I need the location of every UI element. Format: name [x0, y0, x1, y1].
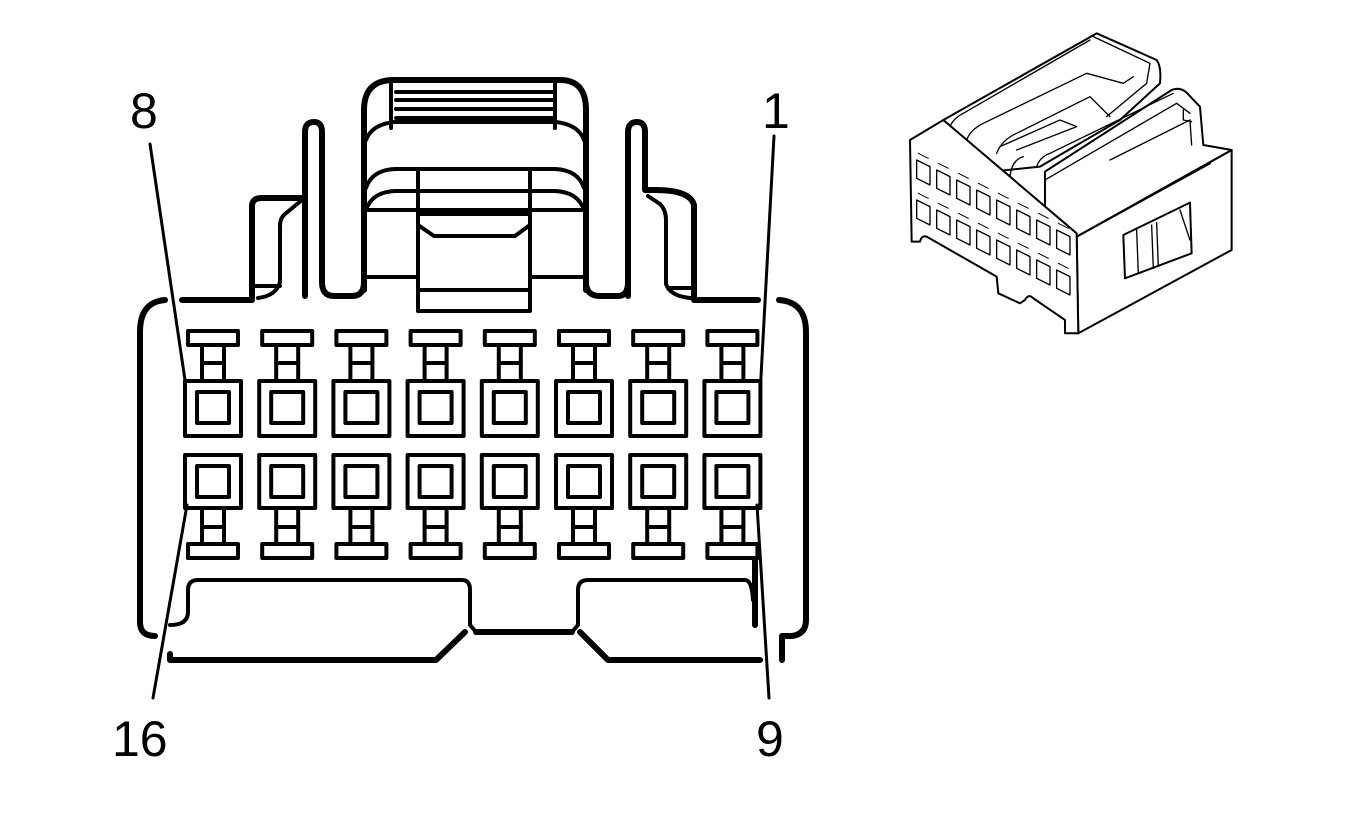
connector-face-view: 8 1 16 9	[112, 77, 809, 767]
iso-cavity	[955, 212, 971, 246]
terminal-cavity-pin-12	[479, 453, 540, 560]
iso-cavity	[955, 172, 971, 206]
terminal-cavity-pin-11	[554, 453, 614, 560]
pin-label-9: 9	[756, 711, 784, 767]
iso-cavity	[935, 202, 951, 236]
iso-cavity	[1055, 222, 1071, 256]
iso-cavity	[935, 162, 951, 196]
pin-label-16: 16	[112, 711, 168, 767]
terminal-cavity-pin-14	[331, 453, 392, 560]
terminal-cavity-pin-4	[479, 329, 540, 438]
terminal-cavity-pin-13	[405, 453, 466, 560]
terminal-cavities	[183, 329, 763, 560]
leader-lines	[148, 134, 776, 700]
iso-cavity	[1015, 202, 1031, 236]
iso-cavity	[975, 182, 991, 216]
terminal-cavity-pin-1	[702, 329, 763, 438]
iso-cavity	[915, 152, 931, 186]
lower-cavity-row	[183, 453, 763, 560]
iso-cavity	[975, 222, 991, 256]
locking-latch	[361, 77, 589, 313]
terminal-cavity-pin-5	[405, 329, 466, 438]
terminal-cavity-pin-2	[628, 329, 689, 438]
terminal-cavity-pin-7	[257, 329, 318, 438]
upper-cavity-row	[183, 329, 763, 438]
connector-body-outline	[137, 297, 809, 663]
leader-pin-1	[758, 134, 776, 397]
isometric-cavities	[915, 152, 1071, 296]
iso-cavity	[915, 192, 931, 226]
iso-cavity	[1035, 212, 1051, 246]
bottom-keyway	[167, 578, 763, 663]
left-guide-post	[249, 119, 367, 301]
leader-pin-9	[755, 503, 771, 700]
iso-cavity	[1035, 252, 1051, 286]
pin-label-1: 1	[762, 83, 790, 139]
terminal-cavity-pin-3	[554, 329, 614, 438]
iso-cavity	[995, 232, 1011, 266]
leader-pin-16	[151, 503, 189, 700]
terminal-cavity-pin-6	[331, 329, 392, 438]
leader-pin-8	[148, 142, 187, 382]
connector-isometric-view	[908, 32, 1233, 335]
terminal-cavity-pin-9	[702, 453, 763, 560]
iso-cavity	[1015, 242, 1031, 276]
iso-cavity	[1055, 262, 1071, 296]
right-guide-post	[583, 119, 697, 301]
terminal-cavity-pin-10	[628, 453, 689, 560]
terminal-cavity-pin-16	[183, 453, 243, 560]
iso-cavity	[995, 192, 1011, 226]
terminal-cavity-pin-8	[183, 329, 243, 438]
pin-label-8: 8	[130, 83, 158, 139]
terminal-cavity-pin-15	[257, 453, 318, 560]
